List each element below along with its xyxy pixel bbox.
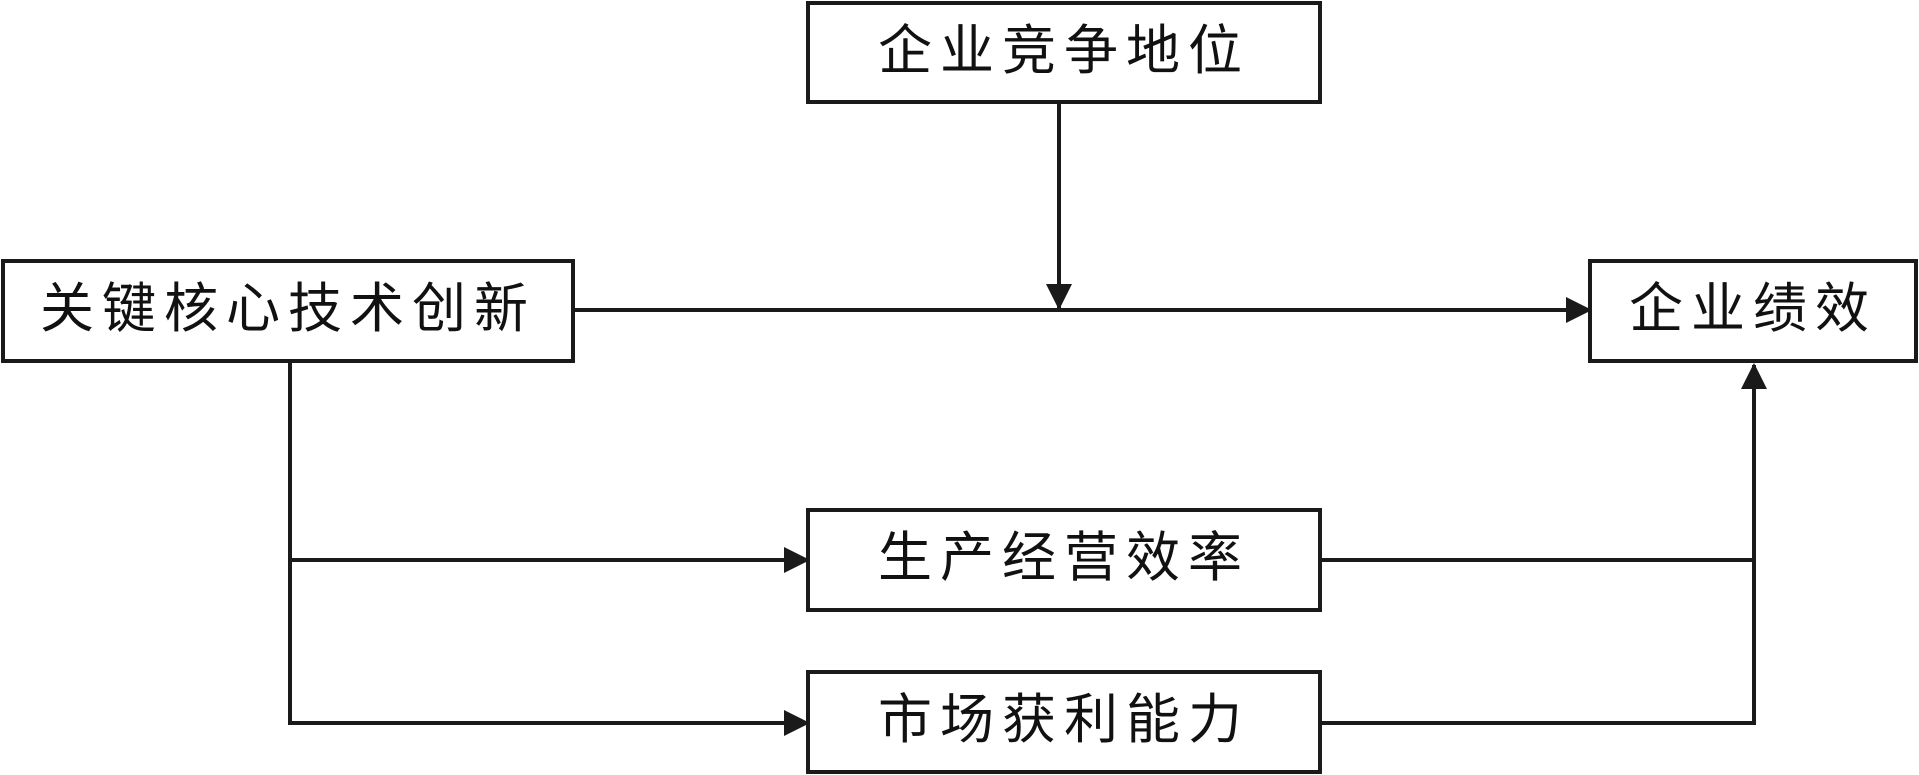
node-key-core-tech-innovation: 关键核心技术创新	[1, 259, 575, 363]
node-production-operating-efficiency-label: 生产经营效率	[878, 526, 1250, 589]
node-production-operating-efficiency: 生产经营效率	[806, 508, 1322, 612]
node-firm-performance-label: 企业绩效	[1629, 277, 1877, 340]
node-market-profitability-label: 市场获利能力	[878, 688, 1250, 751]
edge-profitability-to-performance	[1320, 363, 1767, 725]
node-key-core-tech-innovation-label: 关键核心技术创新	[40, 277, 536, 340]
node-competitive-position: 企业竞争地位	[806, 1, 1322, 104]
node-firm-performance: 企业绩效	[1588, 259, 1918, 363]
node-competitive-position-label: 企业竞争地位	[878, 19, 1250, 82]
node-market-profitability: 市场获利能力	[806, 670, 1322, 774]
edge-innovation-trunk	[288, 362, 810, 736]
